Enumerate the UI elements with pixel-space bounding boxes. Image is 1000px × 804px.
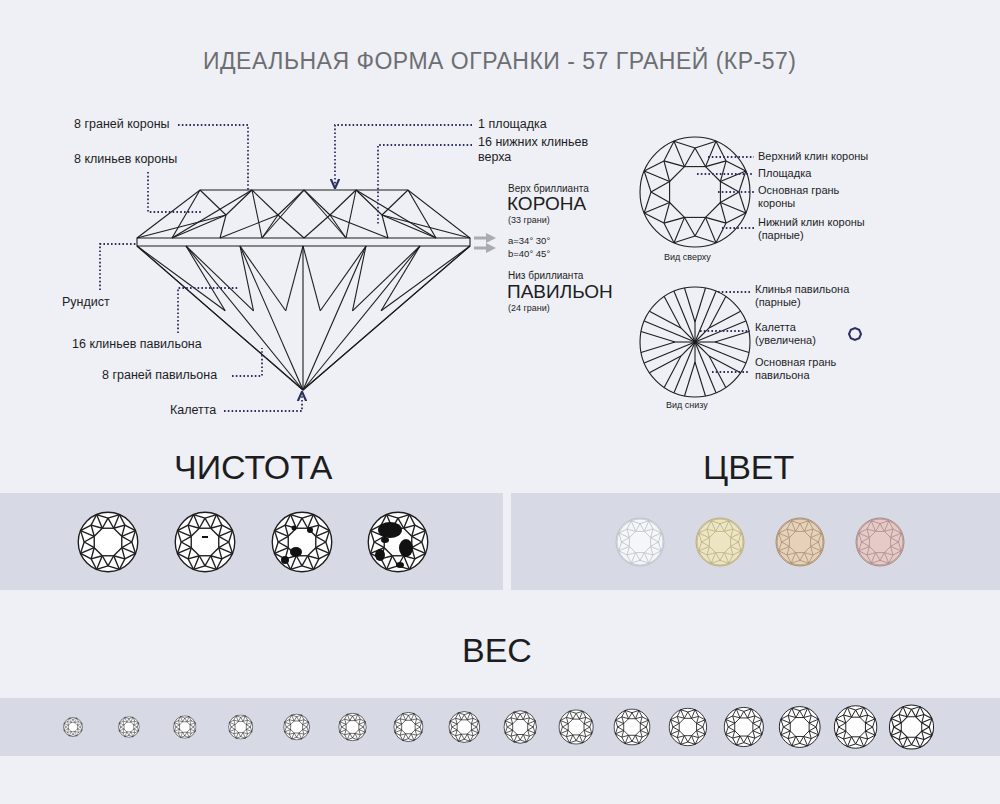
bottom-view — [640, 287, 750, 397]
angle-value: a=34° 30° — [508, 235, 550, 246]
view-label: Основная грань павильона — [755, 356, 880, 382]
part-label: 8 граней короны — [74, 117, 170, 132]
part-label: Рундист — [62, 295, 110, 310]
clarity-band — [0, 493, 503, 590]
section-label: Низ бриллианта — [508, 270, 583, 282]
section-heading: ЧИСТОТА — [174, 447, 333, 487]
view-label: Площадка — [758, 167, 811, 180]
view-caption: Вид сверху — [664, 252, 711, 263]
section-heading: ПАВИЛЬОН — [507, 281, 613, 303]
part-label: 16 нижних клиньев верха — [478, 135, 608, 165]
view-label: Калетта (увеличена) — [755, 321, 835, 347]
facet-count: (24 грани) — [508, 303, 550, 314]
section-heading: КОРОНА — [507, 193, 586, 215]
angle-value: b=40° 45° — [508, 248, 550, 259]
facet-count: (33 грани) — [508, 215, 550, 226]
view-label: Клинья павильона (парные) — [755, 283, 880, 309]
color-stones — [616, 518, 904, 566]
view-label: Нижний клин короны (парные) — [758, 216, 870, 242]
weight-band — [0, 698, 1000, 756]
view-caption: Вид снизу — [666, 400, 708, 411]
part-label: Калетта — [170, 403, 216, 418]
weight-stones — [63, 705, 933, 749]
clarity-stones — [78, 512, 428, 572]
view-label: Верхний клин короны — [758, 150, 868, 163]
leader-lines — [100, 125, 754, 411]
girdle-arrows — [474, 233, 496, 253]
title: ИДЕАЛЬНАЯ ФОРМА ОГРАНКИ - 57 ГРАНЕЙ (КР-… — [203, 48, 797, 75]
view-label: Основная грань короны — [758, 184, 870, 210]
culet-icon — [849, 328, 861, 340]
color-band — [511, 493, 1000, 590]
diamond-side-view — [137, 190, 470, 390]
section-heading: ЦВЕТ — [703, 447, 794, 487]
part-label: 8 граней павильона — [102, 368, 217, 383]
section-heading: ВЕС — [462, 630, 532, 670]
part-label: 1 площадка — [478, 117, 547, 132]
part-label: 8 клиньев короны — [74, 152, 177, 167]
part-label: 16 клиньев павильона — [72, 337, 202, 352]
